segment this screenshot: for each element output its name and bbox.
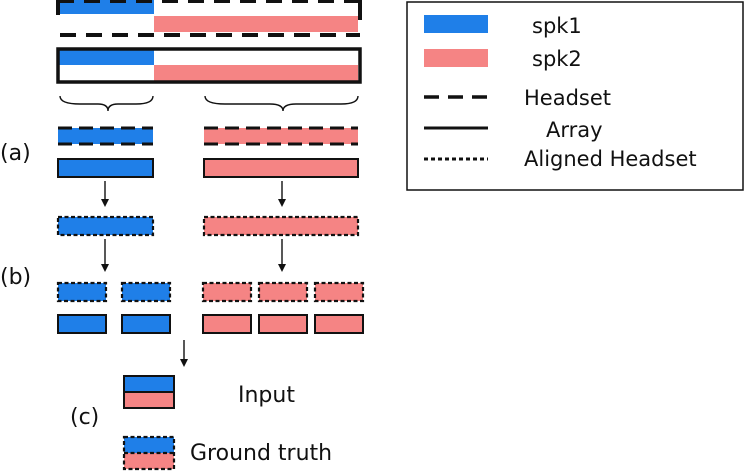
right-brace xyxy=(204,95,359,112)
legend: spk1 spk2 Headset Array Aligned Headset xyxy=(406,1,744,191)
spk1-segment xyxy=(58,49,154,65)
spk1-array-chunk xyxy=(121,314,171,334)
split-aligned-segments xyxy=(56,281,365,303)
label-a: (a) xyxy=(0,141,31,166)
ground-truth-example xyxy=(122,435,176,471)
spk2-aligned-chunk xyxy=(257,281,309,303)
spk1-array-chunk xyxy=(57,314,107,334)
spk2-array-chunk xyxy=(314,314,364,334)
spk2-aligned-segment xyxy=(202,215,360,237)
spk2-array-chunk xyxy=(258,314,308,334)
legend-spk1-label: spk1 xyxy=(532,14,582,38)
legend-spk1-swatch xyxy=(424,15,488,33)
spk2-aligned-chunk xyxy=(313,281,365,303)
truth-spk1 xyxy=(124,437,174,453)
label-c: (c) xyxy=(70,405,99,430)
spk1-aligned-chunk xyxy=(56,281,108,303)
spk1-segment xyxy=(58,0,154,14)
spk2-array-chunk xyxy=(202,314,252,334)
spk2-aligned-chunk xyxy=(201,281,253,303)
spk1-aligned-segment xyxy=(56,215,155,237)
input-spk2 xyxy=(124,392,174,408)
spk2-segment xyxy=(154,65,358,81)
input-spk1 xyxy=(124,376,174,392)
legend-headset-label: Headset xyxy=(524,86,611,110)
spk1-array-segment xyxy=(57,158,154,178)
spk2-array-segment xyxy=(203,158,359,178)
legend-frame xyxy=(406,1,744,191)
legend-array-label: Array xyxy=(546,118,603,142)
input-label: Input xyxy=(238,383,295,408)
spk1-aligned-chunk xyxy=(120,281,172,303)
left-brace xyxy=(59,95,154,112)
split-array-segments xyxy=(57,314,364,334)
legend-spk2-swatch xyxy=(424,49,488,67)
legend-spk2-label: spk2 xyxy=(532,47,582,71)
array-recording xyxy=(56,47,362,84)
array-frame xyxy=(56,47,362,84)
truth-spk2 xyxy=(124,453,174,469)
input-example xyxy=(123,375,175,409)
legend-aligned-label: Aligned Headset xyxy=(524,147,697,171)
spk1-headset-segment xyxy=(58,128,153,144)
spk2-segment xyxy=(154,16,358,32)
headset-recording xyxy=(56,0,362,37)
ground-truth-label: Ground truth xyxy=(190,441,332,466)
spk2-headset-segment xyxy=(204,128,358,144)
label-b: (b) xyxy=(0,265,31,290)
truth-frame xyxy=(122,435,176,471)
